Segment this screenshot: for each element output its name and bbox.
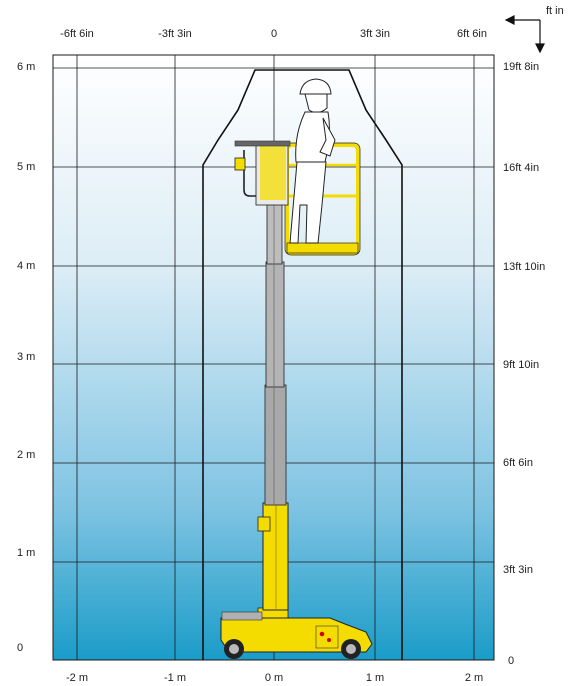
left-tick-label: 6 m xyxy=(17,61,35,73)
indicator-red-2 xyxy=(327,638,331,642)
indicator-red xyxy=(319,631,325,637)
lower-mast-section xyxy=(257,502,289,611)
mast-bracket xyxy=(257,516,271,532)
left-tick-label: 2 m xyxy=(17,449,35,461)
right-tick-label: 3ft 3in xyxy=(503,564,533,576)
top-tick-label: 0 xyxy=(271,28,277,40)
control-handle-box xyxy=(234,157,246,171)
platform-console xyxy=(260,145,286,200)
left-tick-label: 3 m xyxy=(17,351,35,363)
right-axis: 0 3ft 3in 6ft 6in 9ft 10in 13ft 10in 16f… xyxy=(503,61,545,667)
bottom-tick-label: 0 m xyxy=(265,672,283,684)
operator-helmet-icon xyxy=(299,78,332,95)
rear-wheel-hub xyxy=(229,644,239,654)
bottom-axis: -2 m -1 m 0 m 1 m 2 m xyxy=(66,672,483,684)
right-tick-label: 0 xyxy=(508,655,514,667)
top-tick-label: -6ft 6in xyxy=(60,28,94,40)
left-axis: 0 1 m 2 m 3 m 4 m 5 m 6 m xyxy=(17,61,35,654)
top-axis: -6ft 6in -3ft 3in 0 3ft 3in 6ft 6in xyxy=(60,28,487,40)
right-tick-label: 19ft 8in xyxy=(503,61,539,73)
bottom-tick-label: 1 m xyxy=(366,672,384,684)
platform-cage xyxy=(234,140,361,256)
unit-indicator: ft in xyxy=(504,5,564,54)
operator-legs xyxy=(289,161,327,244)
machine-base xyxy=(220,607,373,659)
mast-stage-2 xyxy=(264,384,287,506)
top-cover xyxy=(234,140,291,147)
control-handle xyxy=(243,150,256,197)
left-tick-label: 0 xyxy=(17,642,23,654)
left-tick-label: 4 m xyxy=(17,260,35,272)
left-tick-label: 1 m xyxy=(17,547,35,559)
bottom-tick-label: 2 m xyxy=(465,672,483,684)
telescopic-mast xyxy=(264,195,287,506)
right-tick-label: 16ft 4in xyxy=(503,162,539,174)
working-envelope xyxy=(202,69,403,660)
front-wheel-hub xyxy=(346,644,356,654)
operator-arm xyxy=(319,117,336,157)
right-tick-label: 13ft 10in xyxy=(503,261,545,273)
left-tick-label: 5 m xyxy=(17,161,35,173)
mast-stage-3 xyxy=(265,261,285,388)
control-box xyxy=(315,625,339,649)
right-tick-label: 6ft 6in xyxy=(503,457,533,469)
platform-floor xyxy=(286,242,359,254)
mast-stage-4 xyxy=(266,195,283,265)
bottom-tick-label: -1 m xyxy=(164,672,186,684)
plot-frame xyxy=(52,54,495,661)
chassis-top-grey xyxy=(221,611,263,621)
corner-arrow-icon xyxy=(504,15,545,54)
bottom-tick-label: -2 m xyxy=(66,672,88,684)
right-tick-label: 9ft 10in xyxy=(503,359,539,371)
top-tick-label: 6ft 6in xyxy=(457,28,487,40)
top-tick-label: -3ft 3in xyxy=(158,28,192,40)
unit-label: ft in xyxy=(546,5,564,17)
operator-figure xyxy=(289,78,336,244)
top-tick-label: 3ft 3in xyxy=(360,28,390,40)
